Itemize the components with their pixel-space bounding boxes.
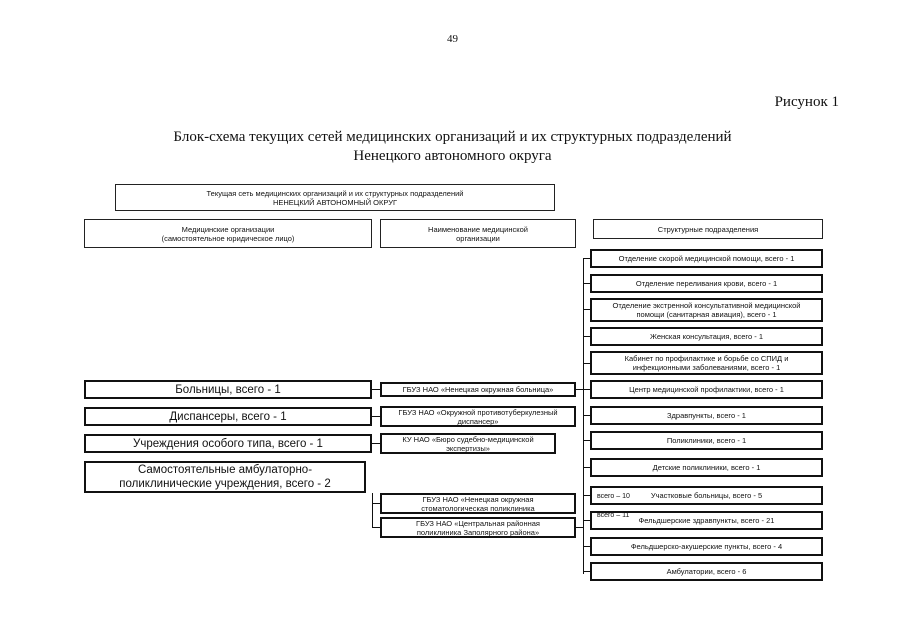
category-special: Учреждения особого типа, всего - 1 [84,434,372,453]
subdivision-item: Центр медицинской профилактики, всего - … [590,380,823,399]
connector-line [372,416,380,417]
connector-line [583,495,590,496]
connector-line [583,520,590,521]
subdivision-item: Детские поликлиники, всего - 1 [590,458,823,477]
column-header-organizations: Медицинские организации (самостоятельное… [84,219,372,248]
category-ambulatory: Самостоятельные амбулаторно- поликлиниче… [84,461,366,493]
figure-label: Рисунок 1 [774,94,839,110]
page-title: Блок-схема текущих сетей медицинских орг… [0,128,905,166]
subdivision-item: Амбулатории, всего - 6 [590,562,823,581]
subdivision-item: Кабинет по профилактике и борьбе со СПИД… [590,351,823,375]
subdivision-item: Участковые больницы, всего - 5 [590,486,823,505]
connector-line [583,415,590,416]
org-okrug-hospital: ГБУЗ НАО «Ненецкая окружная больница» [380,382,576,397]
subdivision-item: Здравпункты, всего - 1 [590,406,823,425]
connector-line [583,571,590,572]
column-header-subdivisions: Структурные подразделения [593,219,823,239]
subdivision-bus-line [583,258,584,574]
org-forensic: КУ НАО «Бюро судебно-медицинской эксперт… [380,433,556,454]
connector-line [583,283,590,284]
org-dental: ГБУЗ НАО «Ненецкая окружная стоматологич… [380,493,576,514]
subdivision-item: Отделение переливания крови, всего - 1 [590,274,823,293]
org-tb-dispensary: ГБУЗ НАО «Окружной противотуберкулезный … [380,406,576,427]
subdivision-item: Поликлиники, всего - 1 [590,431,823,450]
subdivision-item: Отделение скорой медицинской помощи, все… [590,249,823,268]
connector-line [583,389,590,390]
connector-line [372,503,380,504]
subdivision-item: Женская консультация, всего - 1 [590,327,823,346]
connector-line [583,363,590,364]
connector-line [583,440,590,441]
page-number: 49 [447,33,458,45]
connector-line [583,258,590,259]
connector-line [372,527,380,528]
connector-line [583,309,590,310]
connector-line [576,527,583,528]
connector-line [372,493,373,528]
org-zapolyarny: ГБУЗ НАО «Центральная районная поликлини… [380,517,576,538]
connector-line [583,546,590,547]
subdivision-item: Отделение экстренной консультативной мед… [590,298,823,322]
category-dispensaries: Диспансеры, всего - 1 [84,407,372,426]
title-line-1: Блок-схема текущих сетей медицинских орг… [173,129,732,145]
column-header-names: Наименование медицинской организации [380,219,576,248]
title-line-2: Ненецкого автономного округа [353,148,552,164]
connector-line [583,336,590,337]
split-note-10: всего – 10 [597,493,630,500]
connector-line [576,389,583,390]
connector-line [372,389,380,390]
split-note-11: всего – 11 [597,512,630,519]
subdivision-item: Фельдшерские здравпункты, всего - 21 [590,511,823,530]
main-header: Текущая сеть медицинских организаций и и… [115,184,555,211]
connector-line [372,443,380,444]
connector-line [583,467,590,468]
category-hospitals: Больницы, всего - 1 [84,380,372,399]
subdivision-item: Фельдшерско-акушерские пункты, всего - 4 [590,537,823,556]
